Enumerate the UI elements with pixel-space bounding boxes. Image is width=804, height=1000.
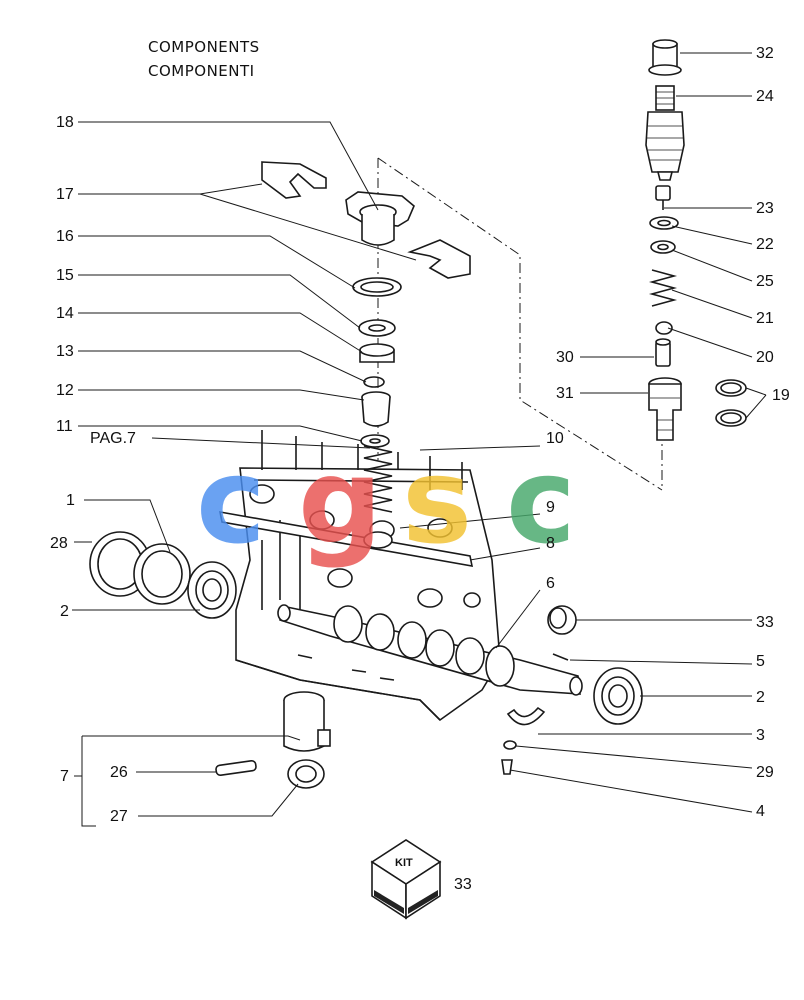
callout-32: 32 xyxy=(756,45,774,62)
callout-8: 8 xyxy=(546,535,555,552)
part-7-coupling xyxy=(283,691,331,752)
callout-18: 18 xyxy=(56,114,74,131)
leader-lines xyxy=(72,52,767,827)
callout-24: 24 xyxy=(756,88,774,105)
callout-7: 7 xyxy=(60,768,69,785)
callout-4: 4 xyxy=(756,803,765,820)
callout-2-left: 2 xyxy=(60,603,69,620)
part-18-flange xyxy=(345,191,415,246)
part-19-o-rings xyxy=(715,379,747,427)
callout-11: 11 xyxy=(56,418,73,435)
part-20-seat xyxy=(655,321,673,335)
part-23-nipple xyxy=(655,185,671,210)
watermark-letter-2: g xyxy=(298,432,382,570)
page-title-english: COMPONENTS xyxy=(148,38,260,56)
callout-33: 33 xyxy=(756,614,774,631)
watermark: c g s c xyxy=(196,432,576,570)
callout-13: 13 xyxy=(56,343,74,360)
callout-12: 12 xyxy=(56,382,74,399)
part-5-key xyxy=(552,653,569,661)
part-17-locking-plates xyxy=(261,161,471,279)
callout-17: 17 xyxy=(56,186,74,203)
callout-3: 3 xyxy=(756,727,765,744)
callout-10: 10 xyxy=(546,430,564,447)
watermark-letter-1: c xyxy=(196,432,266,570)
callout-23: 23 xyxy=(756,200,774,217)
part-6-camshaft xyxy=(277,604,583,696)
callout-16: 16 xyxy=(56,228,74,245)
callout-27: 27 xyxy=(110,808,128,825)
callout-6: 6 xyxy=(546,575,555,592)
part-15-washer xyxy=(358,319,396,337)
watermark-letter-3: s xyxy=(402,432,472,570)
part-2-bearing-right xyxy=(593,667,643,725)
callout-1: 1 xyxy=(66,492,75,509)
callout-15: 15 xyxy=(56,267,74,284)
callout-labels: 32 24 23 22 25 21 20 30 31 19 18 17 16 1… xyxy=(50,45,790,825)
callout-pag7: PAG.7 xyxy=(90,430,136,447)
part-26-pin xyxy=(215,759,257,777)
kit-number: 33 xyxy=(454,876,472,893)
callout-5: 5 xyxy=(756,653,765,670)
part-9-sleeve xyxy=(363,531,393,549)
callout-25: 25 xyxy=(756,273,774,290)
part-25-washer xyxy=(650,240,676,254)
callout-22: 22 xyxy=(756,236,774,253)
part-24-valve-holder xyxy=(645,85,685,181)
part-30-valve xyxy=(655,338,671,367)
watermark-letter-4: c xyxy=(506,432,576,570)
page-title-italian: COMPONENTI xyxy=(148,62,255,80)
part-10-spring xyxy=(363,445,393,513)
callout-28: 28 xyxy=(50,535,68,552)
part-1-bearing-shell xyxy=(133,543,191,605)
callout-29: 29 xyxy=(756,764,774,781)
part-13-circlip xyxy=(363,376,385,388)
part-32-cap xyxy=(648,39,682,76)
kit-box-icon: KIT xyxy=(370,839,442,920)
part-29-washer xyxy=(503,740,517,750)
part-12-tappet xyxy=(361,391,391,427)
part-21-spring xyxy=(648,269,678,307)
part-22-washer xyxy=(649,216,679,230)
callout-26: 26 xyxy=(110,764,128,781)
part-16-ring xyxy=(352,277,402,297)
callout-14: 14 xyxy=(56,305,74,322)
part-4-screw xyxy=(501,759,513,775)
callout-20: 20 xyxy=(756,349,774,366)
part-31-barrel xyxy=(648,377,682,441)
callout-30: 30 xyxy=(556,349,574,366)
callout-19: 19 xyxy=(772,387,790,404)
callout-9: 9 xyxy=(546,499,555,516)
kit-label: KIT xyxy=(395,857,413,869)
part-33-plug xyxy=(547,605,577,635)
part-3-thrust-washer xyxy=(506,706,546,726)
callout-21: 21 xyxy=(756,310,774,327)
part-14-sleeve xyxy=(359,343,395,363)
callout-2-right: 2 xyxy=(756,689,765,706)
callout-31: 31 xyxy=(556,385,574,402)
part-2-bearing-left xyxy=(187,561,237,619)
part-27-bushing xyxy=(287,759,325,789)
